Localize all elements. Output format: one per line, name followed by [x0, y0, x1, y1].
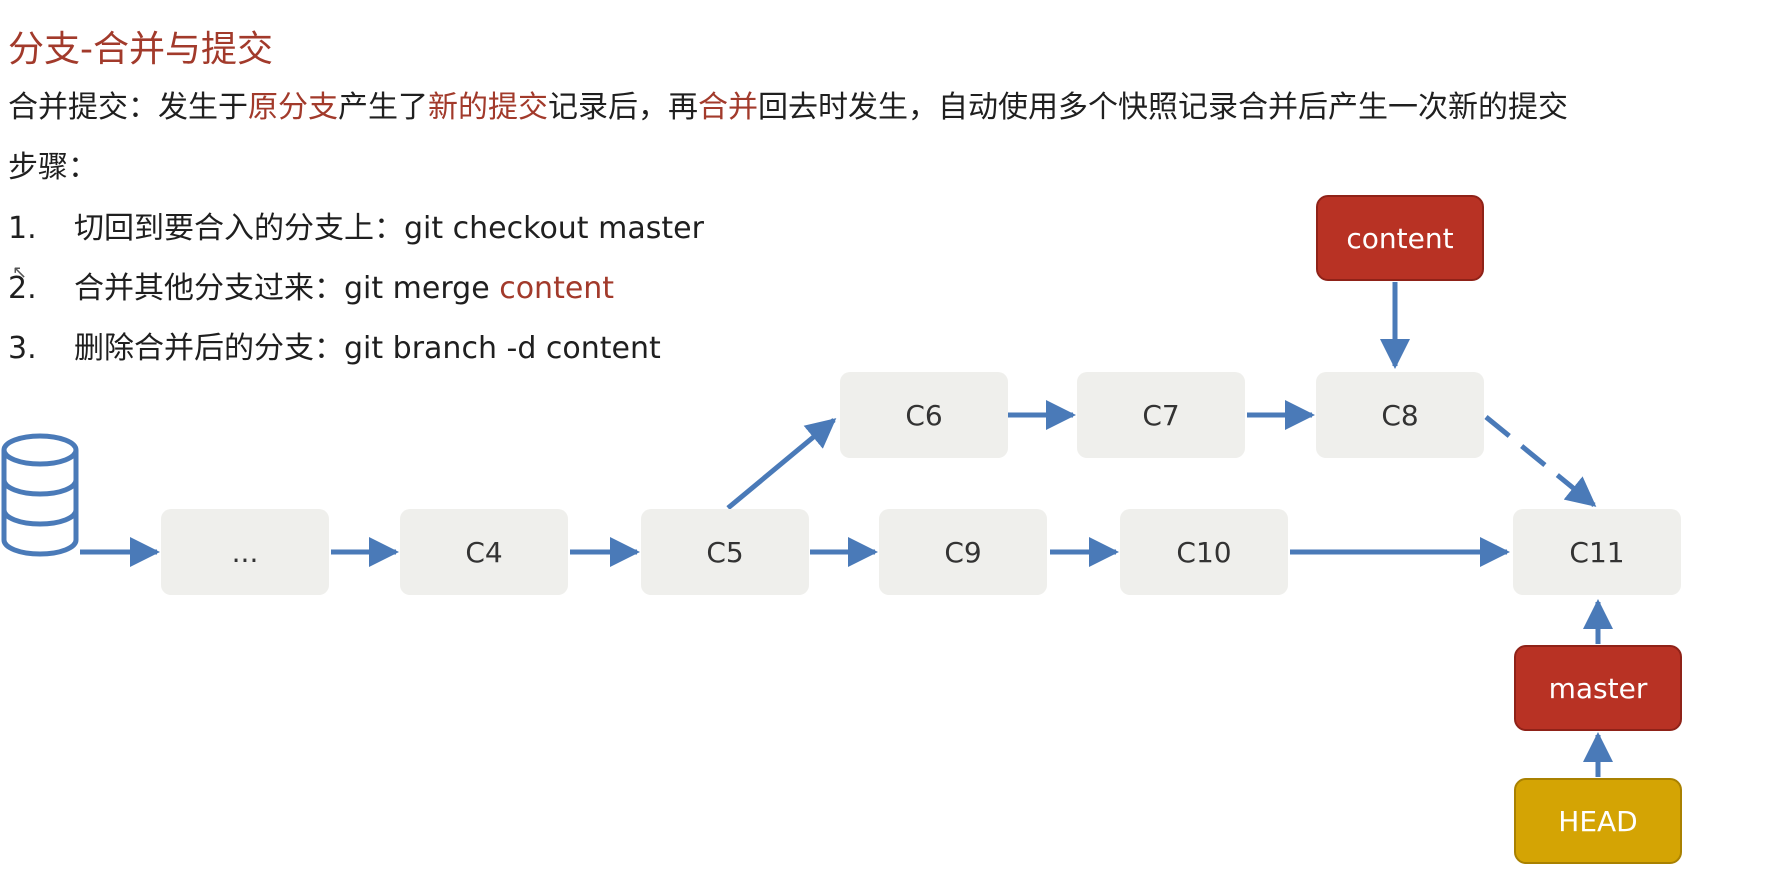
head-pointer-label: HEAD — [1514, 778, 1682, 864]
step-1-number: 1. — [8, 211, 37, 246]
step-2-text: 合并其他分支过来：git merge — [74, 271, 500, 306]
branch-content-label: content — [1316, 195, 1484, 281]
commit-ellipsis: ... — [161, 509, 329, 595]
step-2-highlight: content — [499, 271, 615, 306]
merge-description: 合并提交：发生于原分支产生了新的提交记录后，再合并回去时发生，自动使用多个快照记… — [8, 82, 1568, 126]
step-3-number: 3. — [8, 331, 37, 366]
commit-c11: C11 — [1513, 509, 1681, 595]
mouse-cursor-icon: ↖ — [12, 262, 28, 283]
step-1-text: 切回到要合入的分支上：git checkout master — [74, 211, 704, 246]
commit-c7: C7 — [1077, 372, 1245, 458]
edge-c8-c11-dashed — [1484, 415, 1597, 507]
highlight-original-branch: 原分支 — [248, 90, 338, 125]
commit-c8: C8 — [1316, 372, 1484, 458]
step-1: 1. 切回到要合入的分支上：git checkout master — [8, 203, 704, 247]
step-2-number: 2. — [8, 271, 37, 306]
step-3: 3. 删除合并后的分支：git branch -d content — [8, 323, 661, 367]
commit-c10: C10 — [1120, 509, 1288, 595]
edge-c5-c6 — [726, 418, 837, 510]
commit-c9: C9 — [879, 509, 1047, 595]
description-suffix: 回去时发生，自动使用多个快照记录合并后产生一次新的提交 — [758, 90, 1568, 125]
description-prefix: 合并提交：发生于 — [8, 90, 248, 125]
commit-c6: C6 — [840, 372, 1008, 458]
database-icon — [1, 433, 79, 557]
highlight-new-commit: 新的提交 — [428, 90, 548, 125]
page-title: 分支-合并与提交 — [8, 29, 273, 70]
description-mid-2: 记录后，再 — [548, 90, 698, 125]
commit-c5: C5 — [641, 509, 809, 595]
branch-master-label: master — [1514, 645, 1682, 731]
description-mid-1: 产生了 — [338, 90, 428, 125]
step-3-text: 删除合并后的分支：git branch -d content — [74, 331, 661, 366]
steps-label: 步骤： — [8, 150, 98, 185]
commit-c4: C4 — [400, 509, 568, 595]
step-2: 2. 合并其他分支过来：git merge content — [8, 263, 614, 307]
highlight-merge: 合并 — [698, 90, 758, 125]
